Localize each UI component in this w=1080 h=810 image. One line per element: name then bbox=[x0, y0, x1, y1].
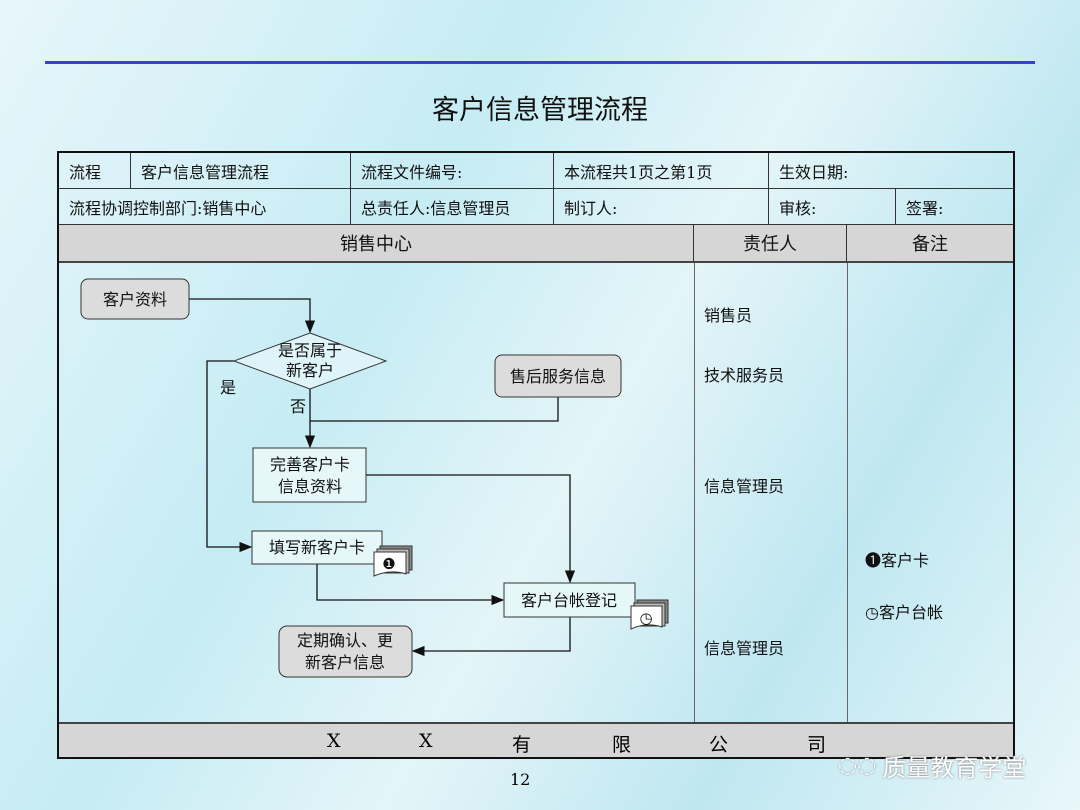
cell-doc-number: 流程文件编号: bbox=[351, 153, 554, 189]
connectors bbox=[189, 298, 576, 657]
svg-text:新客户: 新客户 bbox=[286, 361, 334, 380]
col-header-notes: 备注 bbox=[847, 225, 1013, 263]
node-improve-card: 完善客户卡 信息资料 bbox=[252, 447, 367, 503]
column-divider bbox=[694, 263, 695, 722]
cell-process-label: 流程 bbox=[59, 153, 131, 189]
svg-text:填写新客户卡: 填写新客户卡 bbox=[269, 538, 365, 557]
cell-review: 审核: bbox=[769, 189, 896, 225]
responsible-sales: 销售员 bbox=[704, 306, 753, 325]
footer-char: 司 bbox=[807, 734, 827, 756]
svg-text:是否属于: 是否属于 bbox=[278, 341, 342, 360]
cell-owner: 总责任人:信息管理员 bbox=[351, 189, 554, 225]
footer-char: X bbox=[419, 730, 433, 752]
footer-char: 公 bbox=[709, 734, 729, 756]
responsible-info-2: 信息管理员 bbox=[704, 639, 785, 658]
top-divider bbox=[45, 61, 1035, 64]
cell-effective-date: 生效日期: bbox=[769, 153, 1013, 189]
col-header-responsible: 责任人 bbox=[694, 225, 847, 263]
wechat-icon: ◌◌ bbox=[838, 753, 877, 778]
svg-text:定期确认、更: 定期确认、更 bbox=[297, 631, 393, 650]
note-customer-ledger: ◷客户台帐 bbox=[865, 603, 943, 622]
node-customer-data: 客户资料 bbox=[80, 278, 190, 320]
svg-text:❶: ❶ bbox=[382, 555, 395, 573]
cell-page-info: 本流程共1页之第1页 bbox=[554, 153, 769, 189]
label-no: 否 bbox=[290, 397, 306, 416]
watermark-text: 质量教育学堂 bbox=[882, 754, 1027, 782]
svg-text:完善客户卡: 完善客户卡 bbox=[270, 455, 350, 474]
col-header-sales: 销售中心 bbox=[59, 225, 694, 263]
watermark: ◌◌ 质量教育学堂 bbox=[838, 748, 1026, 783]
cell-sign: 签署: bbox=[896, 189, 1013, 225]
svg-text:新客户信息: 新客户信息 bbox=[305, 653, 385, 672]
cell-coord-dept: 流程协调控制部门:销售中心 bbox=[59, 189, 351, 225]
node-fill-card: 填写新客户卡 bbox=[251, 530, 383, 565]
responsible-info-1: 信息管理员 bbox=[704, 477, 785, 496]
footer-char: 有 bbox=[512, 734, 532, 756]
svg-text:信息资料: 信息资料 bbox=[278, 477, 342, 496]
node-ledger: 客户台帐登记 bbox=[503, 582, 636, 618]
node-periodic-confirm: 定期确认、更 新客户信息 bbox=[278, 625, 413, 678]
column-divider bbox=[847, 263, 848, 722]
decision-new-customer: 是否属于 新客户 bbox=[232, 332, 388, 390]
svg-text:售后服务信息: 售后服务信息 bbox=[510, 367, 606, 386]
document-icon-card: ❶ bbox=[373, 545, 413, 577]
cell-process-name: 客户信息管理流程 bbox=[131, 153, 351, 189]
page-number: 12 bbox=[510, 770, 531, 789]
company-footer: X X 有 限 公 司 bbox=[59, 722, 1013, 757]
svg-text:◷: ◷ bbox=[639, 609, 652, 627]
document-icon-ledger: ◷ bbox=[630, 599, 669, 630]
cell-author: 制订人: bbox=[554, 189, 769, 225]
footer-char: X bbox=[327, 730, 341, 752]
svg-text:客户资料: 客户资料 bbox=[103, 290, 167, 309]
svg-text:客户台帐登记: 客户台帐登记 bbox=[521, 591, 617, 610]
label-yes: 是 bbox=[220, 378, 236, 397]
note-customer-card: ❶客户卡 bbox=[865, 551, 930, 570]
node-after-sales: 售后服务信息 bbox=[494, 354, 622, 398]
page-title: 客户信息管理流程 bbox=[432, 95, 648, 126]
footer-char: 限 bbox=[612, 734, 632, 756]
responsible-tech: 技术服务员 bbox=[704, 366, 785, 385]
process-table: 流程 客户信息管理流程 流程文件编号: 本流程共1页之第1页 生效日期: 流程协… bbox=[57, 151, 1015, 759]
